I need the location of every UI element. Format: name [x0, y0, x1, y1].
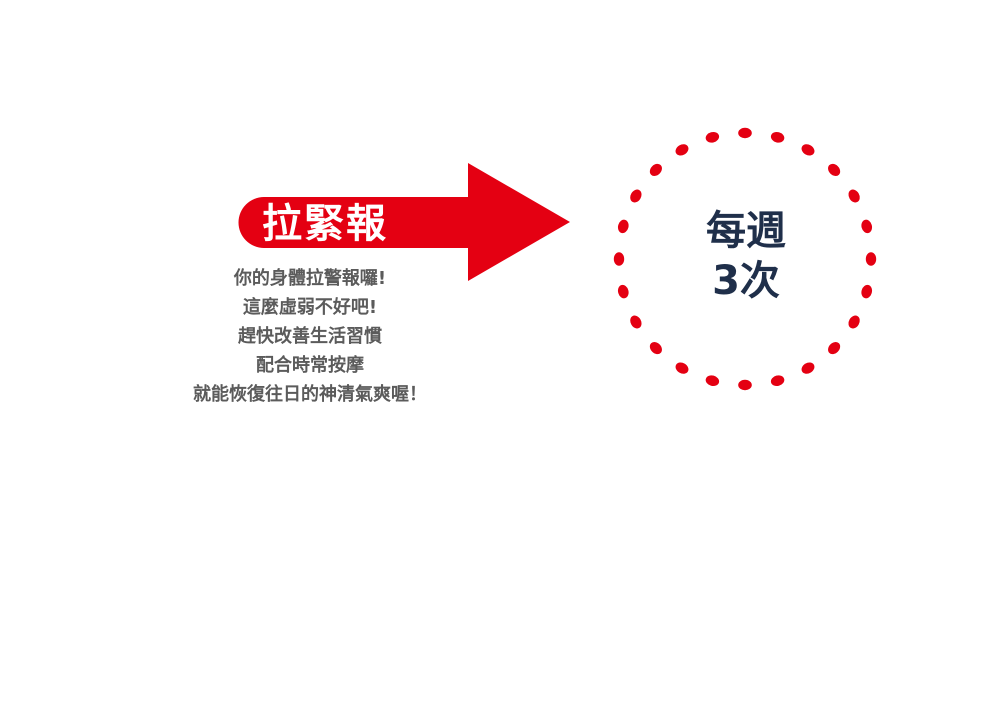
circle-dot — [770, 375, 785, 387]
circle-dot — [675, 362, 689, 374]
circle-dot — [828, 342, 841, 355]
circle-dot — [617, 284, 629, 299]
message-line-3: 趕快改善生活習慣 — [238, 326, 382, 347]
message-line-1: 你的身體拉警報囉! — [233, 268, 387, 289]
red-arrow-shape — [238, 163, 571, 281]
dotted-circle — [613, 127, 877, 391]
circle-dot — [828, 163, 841, 176]
circle-dot — [705, 131, 720, 143]
circle-dot — [770, 131, 785, 143]
circle-dot — [649, 342, 662, 355]
message-line-5: 就能恢復往日的神清氣爽喔！ — [193, 384, 427, 405]
circle-dot — [738, 379, 752, 391]
circle-dot — [675, 144, 689, 156]
circle-dot — [617, 219, 629, 234]
circle-dot — [848, 189, 860, 203]
banner-title: 拉緊報 — [262, 201, 388, 247]
circle-dot — [613, 252, 625, 266]
circle-dot — [848, 315, 860, 329]
weekly-badge-text: 每週 3次 — [676, 206, 816, 306]
badge-line-2: 3次 — [712, 258, 780, 304]
circle-dot — [801, 362, 815, 374]
badge-line-1: 每週 — [706, 208, 786, 254]
circle-dot — [861, 284, 873, 299]
circle-dot — [630, 315, 642, 329]
message-line-4: 配合時常按摩 — [256, 355, 364, 376]
circle-dot — [738, 127, 752, 139]
circle-dot — [630, 189, 642, 203]
circle-dot — [861, 219, 873, 234]
circle-dot — [649, 163, 662, 176]
circle-dot — [705, 375, 720, 387]
message-line-2: 這麼虛弱不好吧! — [242, 297, 378, 318]
circle-dot — [801, 144, 815, 156]
message-block: 你的身體拉警報囉! 這麼虛弱不好吧! 趕快改善生活習慣 配合時常按摩 就能恢復往… — [160, 264, 460, 409]
circle-dot — [865, 252, 877, 266]
